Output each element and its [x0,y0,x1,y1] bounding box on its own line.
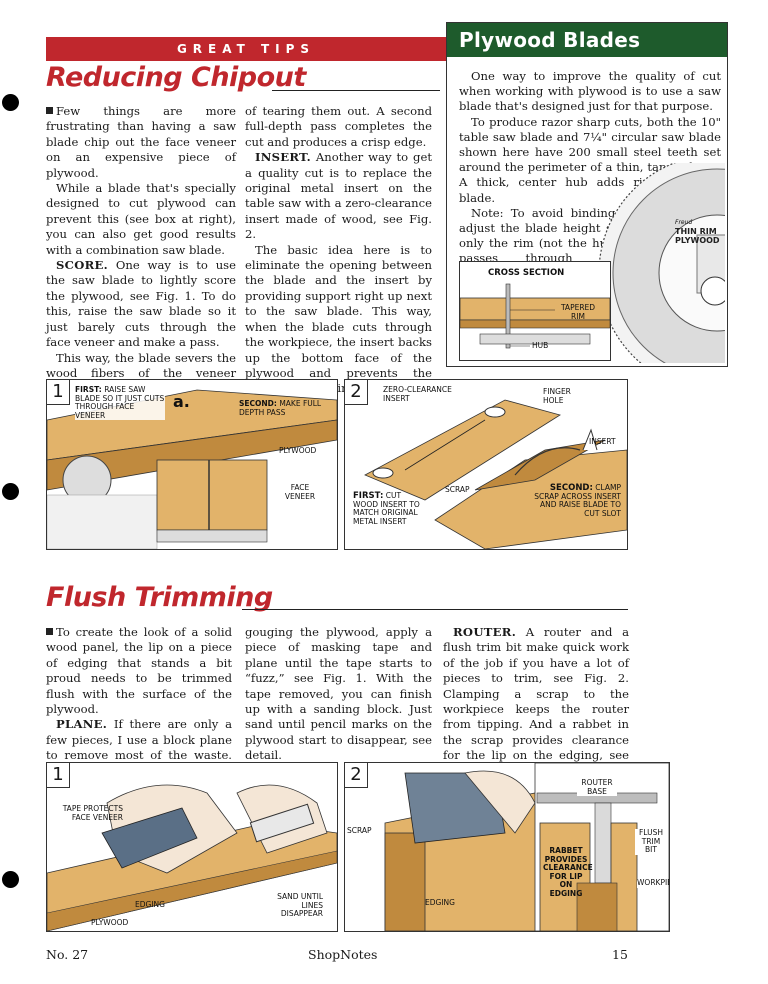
great-tips-banner: GREAT TIPS [46,37,446,61]
flush-trim-router-illustration [384,763,669,931]
plywood-blades-sidebar: Plywood Blades One way to improve the qu… [446,22,728,367]
fig-chip2-second-label: SECOND: CLAMP SCRAP ACROSS INSERT AND RA… [531,483,621,518]
zero-clearance-illustration [364,399,627,549]
cross-section-label: CROSS SECTION [488,268,565,278]
hub-label: HUB [532,341,549,350]
binder-hole [2,483,19,500]
insert-lead: INSERT. [255,150,311,165]
sidebar-p2: To produce razor sharp cuts, both the 10… [459,114,721,205]
title-rule [272,90,440,91]
fig-flush2-workpiece-label: WORKPIECE [637,878,669,888]
fig-chip1-second-label: SECOND: MAKE FULL DEPTH PASS [239,399,323,417]
fig-chip2-finger-label: FINGER HOLE [543,387,571,405]
sidebar-p1: One way to improve the quality of cut wh… [459,69,721,114]
fig-chip2-zero-label: ZERO-CLEARANCE INSERT [383,385,452,403]
fig-chip1-detail-a: a. [173,392,190,411]
router-lead: ROUTER. [453,625,517,639]
second-lead: SECOND: [239,399,277,408]
second-text: CLAMP SCRAP ACROSS INSERT AND RAISE BLAD… [534,483,621,518]
figure-flush-1: 1 TAPE PROTECTS FACE VENEER EDGING PLYWO… [46,762,338,932]
blade-brand-label: Freud [675,219,693,226]
fig-chip1-first-label: FIRST: RAISE SAW BLADE SO IT JUST CUTS T… [75,385,165,420]
footer-page-number: 15 [612,947,628,962]
fig-flush1-sand-label: SAND UNTIL LINES DISAPPEAR [277,892,323,918]
tapered-rim-label: TAPERED RIM [560,303,596,321]
chipout-title: Reducing Chipout [46,62,306,93]
first-text: RAISE SAW BLADE SO IT JUST CUTS THROUGH … [75,385,165,420]
chipout-p6: Another way to get a quality cut is to r… [245,150,432,242]
binder-hole [2,94,19,111]
fig-flush2-flush-bit-label: FLUSH TRIM BIT [635,828,667,855]
fig-chip1-plywood-label: PLYWOOD [279,446,317,455]
footer-issue: No. 27 [46,947,89,962]
figure-number: 1 [47,763,70,788]
flush-column-1: To create the look of a solid wood panel… [46,625,232,779]
figure-number: 1 [47,380,70,405]
sidebar-title: Plywood Blades [447,23,727,57]
chipout-p2: While a blade that's specially designed … [46,181,236,257]
title-rule [242,609,628,610]
chipout-column-2: of tearing them out. A second full-depth… [245,104,432,397]
flush-p3: gouging the plywood, apply a piece of ma… [245,625,432,763]
chipout-p3: One way is to use the saw blade to light… [46,258,236,350]
flush-trimming-title: Flush Trimming [46,582,273,613]
chipout-p1: Few things are more frustrating than hav… [46,104,236,180]
bullet-square-icon [46,628,53,635]
first-lead: FIRST: [353,491,384,501]
flush-p1: To create the look of a solid wood panel… [46,625,232,717]
fig-chip1-face-veneer-label: FACE VENEER [284,483,316,501]
chipout-p5: of tearing them out. A second full-depth… [245,104,432,149]
blade-text-label: THIN RIM PLYWOOD [675,227,720,245]
fig-chip2-insert-label: INSERT [589,437,616,446]
block-plane-illustration [47,784,337,931]
cross-section-box: CROSS SECTION TAPERED RIM HUB [459,261,611,361]
binder-hole [2,871,19,888]
figure-chipout-2: 2 ZERO-CLEARANCE INSERT FINGER HOLE INSE… [344,379,628,550]
fig-chip2-scrap-label: SCRAP [445,485,470,494]
fig-flush1-plywood-label: PLYWOOD [91,918,129,927]
flush-column-3: ROUTER. A router and a flush trim bit ma… [443,625,629,779]
score-cut-illustration [47,389,337,549]
plane-lead: PLANE. [56,717,108,732]
figure-chipout-1: 1 FIRST: RAISE SAW BLADE SO IT JUST CUTS… [46,379,338,550]
fig-flush2-rabbet-label: RABBET PROVIDES CLEARANCE FOR LIP ON EDG… [543,846,593,898]
figure-flush-2: 2 SCRAP EDGING ROUTER BASE FLUSH TRIM BI… [344,762,670,932]
footer-magazine: ShopNotes [308,947,378,962]
chipout-column-1: Few things are more frustrating than hav… [46,104,236,397]
second-text: MAKE FULL DEPTH PASS [239,399,322,417]
fig-flush2-router-base-label: ROUTER BASE [577,778,617,796]
chipout-p7: The basic idea here is to eliminate the … [245,242,432,396]
cross-section-drawing [460,283,610,349]
saw-blade-illustration [598,163,725,363]
score-lead: SCORE. [56,258,109,273]
fig-flush1-tape-label: TAPE PROTECTS FACE VENEER [62,804,123,822]
figure-number: 2 [345,763,368,788]
flush-p4: A router and a flush trim bit make quick… [443,625,629,778]
fig-flush1-edging-label: EDGING [135,900,165,909]
fig-flush2-edging-label: EDGING [425,898,455,907]
fig-flush2-scrap-label: SCRAP [347,826,372,835]
first-lead: FIRST: [75,385,102,394]
first-text: CUT WOOD INSERT TO MATCH ORIGINAL METAL … [353,491,420,526]
bullet-square-icon [46,107,53,114]
flush-column-2: gouging the plywood, apply a piece of ma… [245,625,432,764]
figure-number: 2 [345,380,368,405]
fig-chip2-first-label: FIRST: CUT WOOD INSERT TO MATCH ORIGINAL… [353,491,425,526]
second-lead: SECOND: [549,483,593,493]
